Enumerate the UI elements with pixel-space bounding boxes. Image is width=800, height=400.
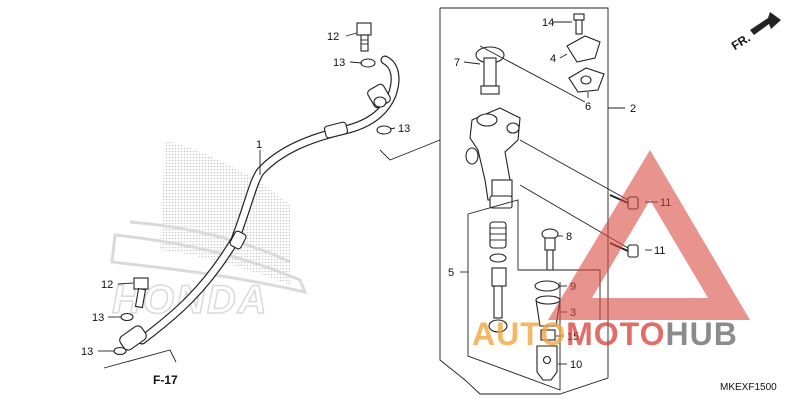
callout-10: 10 bbox=[570, 359, 582, 371]
callout-12-lower: 12 bbox=[101, 279, 113, 291]
callout-8: 8 bbox=[566, 231, 572, 243]
nut-15 bbox=[540, 329, 556, 341]
callout-12-upper: 12 bbox=[327, 31, 339, 43]
callout-13-upper-b: 13 bbox=[398, 123, 410, 135]
svg-text:AUTOMOTOHUB: AUTOMOTOHUB bbox=[472, 316, 738, 352]
diagram-code: MKEXF1500 bbox=[720, 382, 777, 393]
hose-joint bbox=[475, 46, 505, 95]
callout-5: 5 bbox=[448, 267, 454, 279]
callout-7: 7 bbox=[454, 57, 460, 69]
banjo-bolt-lower bbox=[133, 277, 149, 309]
callout-6: 6 bbox=[585, 101, 591, 113]
callout-14: 14 bbox=[542, 17, 554, 29]
callout-15: 15 bbox=[567, 331, 579, 343]
master-cylinder-body bbox=[465, 107, 521, 209]
watermark-hub: HUB bbox=[665, 316, 737, 352]
piston-kit bbox=[488, 221, 508, 333]
automotohub-watermark: AUTOMOTOHUB bbox=[472, 150, 750, 352]
sealing-washer-upper-a bbox=[360, 58, 376, 68]
reservoir-cap-plate bbox=[566, 35, 601, 63]
watermark-auto: AUTO bbox=[472, 316, 566, 352]
callout-13-lower-b: 13 bbox=[81, 346, 93, 358]
circlip-9 bbox=[534, 280, 560, 292]
reference-label: F-17 bbox=[153, 373, 178, 387]
front-direction-arrow: FR. bbox=[729, 12, 781, 53]
watermark-moto: MOTO bbox=[566, 316, 665, 352]
honda-wing-logo: HONDA bbox=[110, 140, 308, 323]
screw-14 bbox=[573, 13, 585, 35]
callout-2: 2 bbox=[630, 103, 636, 115]
direction-label: FR. bbox=[729, 31, 753, 53]
joint-bolt-8 bbox=[541, 228, 559, 271]
callout-1: 1 bbox=[256, 139, 262, 151]
callout-4: 4 bbox=[550, 53, 556, 65]
sealing-washer-upper-b bbox=[376, 125, 392, 135]
sealing-washer-lower-b bbox=[113, 346, 127, 356]
callout-13-upper-a: 13 bbox=[333, 57, 345, 69]
callout-11-lower: 11 bbox=[654, 245, 665, 257]
callout-13-lower-a: 13 bbox=[92, 312, 104, 324]
brake-hose bbox=[119, 55, 400, 351]
sealing-washer-lower-a bbox=[120, 312, 134, 322]
banjo-bolt-upper bbox=[356, 22, 372, 52]
